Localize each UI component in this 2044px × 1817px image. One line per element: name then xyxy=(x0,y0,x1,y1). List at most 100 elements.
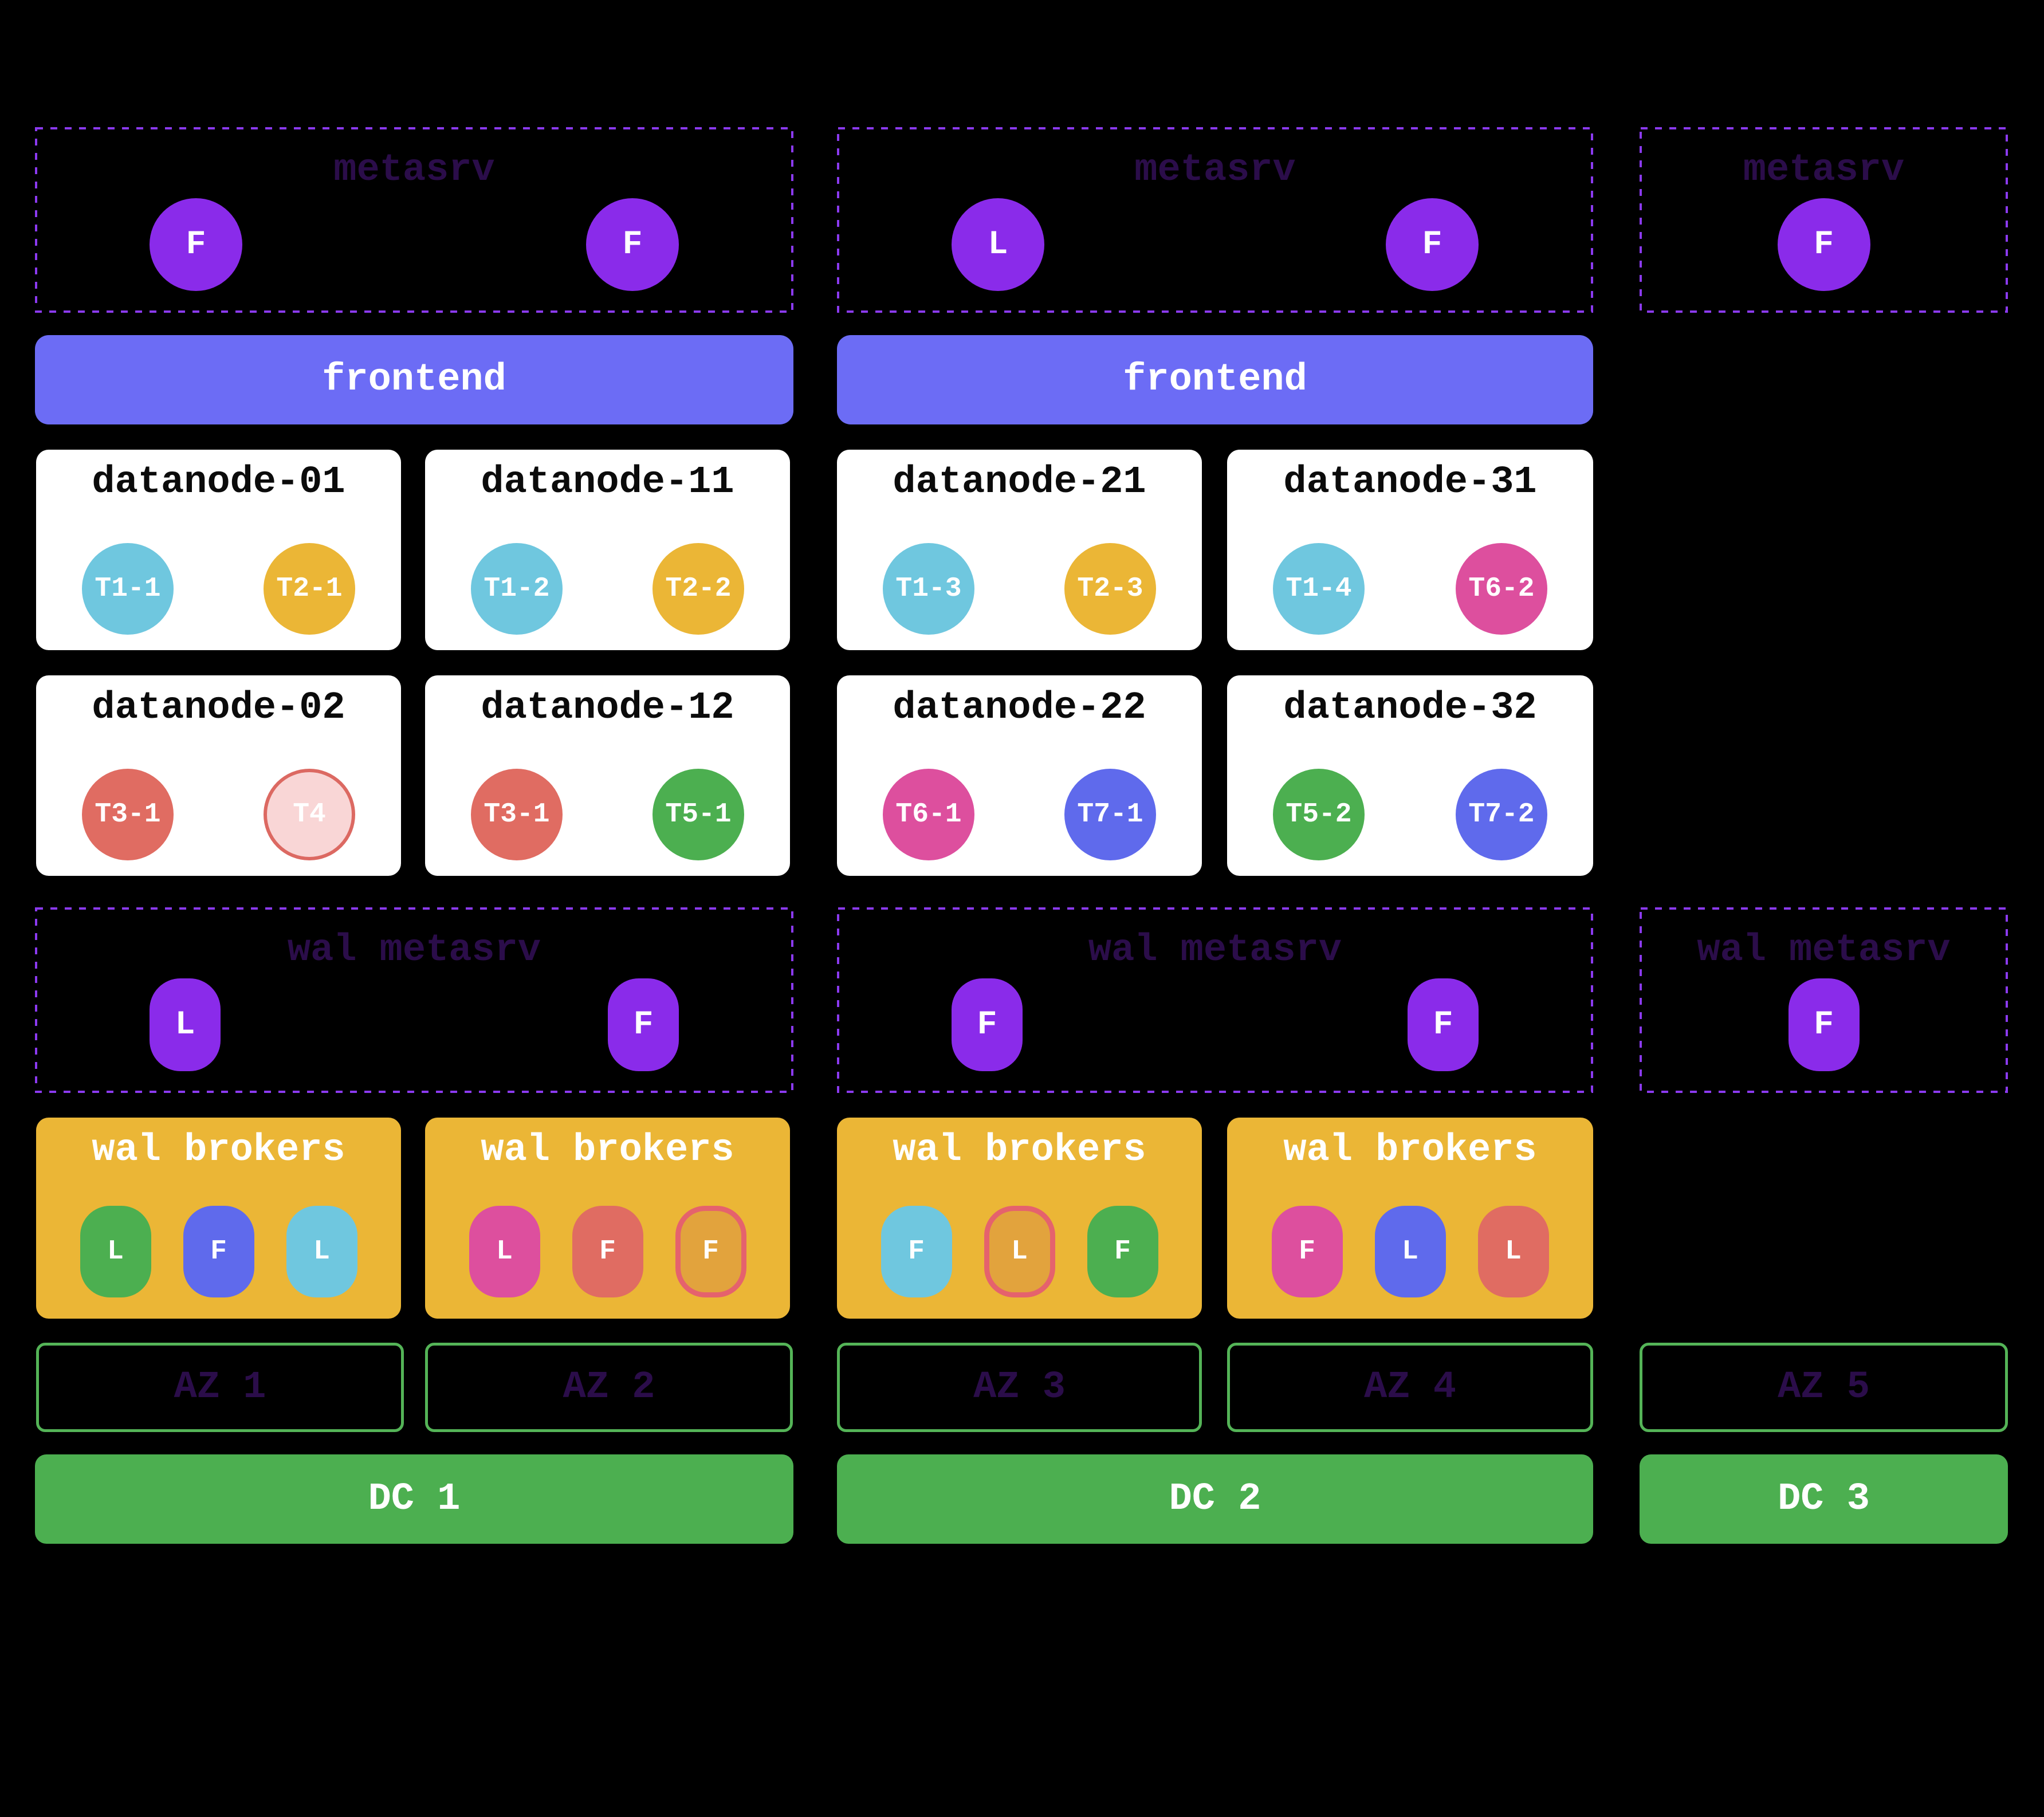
broker-pill: F xyxy=(1271,1206,1343,1297)
broker-pill-row: F L F xyxy=(837,1206,1202,1297)
metasrv-title: metasrv xyxy=(333,148,495,192)
broker-pill: F xyxy=(675,1206,746,1297)
wal-metasrv-node: F xyxy=(1788,978,1860,1071)
wal-metasrv-box-dc1: wal metasrv L F xyxy=(35,907,793,1093)
region-circle: T1-3 xyxy=(883,543,974,635)
broker-pill: F xyxy=(1087,1206,1158,1297)
region-circle: T1-4 xyxy=(1273,543,1365,635)
metasrv-box-dc3: metasrv F xyxy=(1640,127,2008,313)
datanode-box: datanode-12 T3-1 T5-1 xyxy=(425,675,790,876)
broker-pill-row: L F L xyxy=(36,1206,401,1297)
region-circle: T2-3 xyxy=(1064,543,1156,635)
wal-brokers-title: wal brokers xyxy=(893,1128,1146,1172)
metasrv-node-row: F xyxy=(1640,198,2008,291)
dashed-border xyxy=(35,127,793,313)
region-circle: T7-1 xyxy=(1064,769,1156,860)
wal-metasrv-node-row: L F xyxy=(35,978,793,1071)
region-row: T5-2 T7-2 xyxy=(1227,769,1593,860)
broker-pill: L xyxy=(1374,1206,1446,1297)
datanode-title: datanode-02 xyxy=(92,686,345,730)
broker-pill: F xyxy=(183,1206,254,1297)
region-circle: T3-1 xyxy=(471,769,563,860)
broker-pill: F xyxy=(572,1206,643,1297)
wal-metasrv-node-row: F xyxy=(1640,978,2008,1071)
metasrv-node: L xyxy=(952,198,1044,291)
wal-brokers-box: wal brokers L F L xyxy=(36,1118,401,1319)
region-circle: T5-2 xyxy=(1273,769,1365,860)
datanode-title: datanode-11 xyxy=(481,461,734,504)
dashed-border xyxy=(837,127,1593,313)
wal-metasrv-node: F xyxy=(608,978,679,1071)
region-circle: T6-2 xyxy=(1456,543,1547,635)
wal-brokers-box: wal brokers F L L xyxy=(1227,1118,1593,1319)
region-row: T3-1 T5-1 xyxy=(425,769,790,860)
datanode-title: datanode-21 xyxy=(893,461,1146,504)
region-circle: T3-1 xyxy=(82,769,174,860)
broker-pill: L xyxy=(80,1206,151,1297)
region-circle: T4 xyxy=(264,769,355,860)
dashed-border xyxy=(837,907,1593,1093)
broker-pill: L xyxy=(1477,1206,1549,1297)
region-row: T1-3 T2-3 xyxy=(837,543,1202,635)
metasrv-box-dc1: metasrv F F xyxy=(35,127,793,313)
metasrv-node: F xyxy=(150,198,242,291)
metasrv-node: F xyxy=(1777,198,1870,291)
wal-metasrv-title: wal metasrv xyxy=(287,929,541,972)
metasrv-node-row: F F xyxy=(35,198,793,291)
wal-brokers-title: wal brokers xyxy=(481,1128,734,1172)
az-box: AZ 2 xyxy=(425,1343,793,1432)
dc-bar: DC 2 xyxy=(837,1454,1593,1544)
datanode-box: datanode-31 T1-4 T6-2 xyxy=(1227,450,1593,650)
region-circle: T2-1 xyxy=(264,543,355,635)
wal-metasrv-node: L xyxy=(150,978,221,1071)
broker-pill: L xyxy=(984,1206,1055,1297)
wal-metasrv-box-dc2: wal metasrv F F xyxy=(837,907,1593,1093)
datanode-box: datanode-32 T5-2 T7-2 xyxy=(1227,675,1593,876)
wal-brokers-title: wal brokers xyxy=(1283,1128,1537,1172)
datanode-box: datanode-01 T1-1 T2-1 xyxy=(36,450,401,650)
region-row: T1-2 T2-2 xyxy=(425,543,790,635)
region-circle: T2-2 xyxy=(652,543,744,635)
region-circle: T5-1 xyxy=(652,769,744,860)
wal-brokers-title: wal brokers xyxy=(92,1128,345,1172)
frontend-bar-dc2: frontend xyxy=(837,335,1593,424)
wal-metasrv-node: F xyxy=(952,978,1023,1071)
region-circle: T1-1 xyxy=(82,543,174,635)
metasrv-node-row: L F xyxy=(837,198,1593,291)
wal-metasrv-node-row: F F xyxy=(837,978,1593,1071)
metasrv-node: F xyxy=(586,198,679,291)
wal-metasrv-title: wal metasrv xyxy=(1088,929,1342,972)
datanode-title: datanode-32 xyxy=(1283,686,1537,730)
dc-bar: DC 3 xyxy=(1640,1454,2008,1544)
dc-bar: DC 1 xyxy=(35,1454,793,1544)
region-circle: T6-1 xyxy=(883,769,974,860)
dashed-border xyxy=(1640,127,2008,313)
datanode-box: datanode-21 T1-3 T2-3 xyxy=(837,450,1202,650)
datanode-title: datanode-31 xyxy=(1283,461,1537,504)
region-circle: T1-2 xyxy=(471,543,563,635)
az-box: AZ 3 xyxy=(837,1343,1202,1432)
dashed-border xyxy=(35,907,793,1093)
metasrv-box-dc2: metasrv L F xyxy=(837,127,1593,313)
wal-brokers-box: wal brokers F L F xyxy=(837,1118,1202,1319)
region-row: T3-1 T4 xyxy=(36,769,401,860)
region-row: T1-1 T2-1 xyxy=(36,543,401,635)
metasrv-title: metasrv xyxy=(1134,148,1296,192)
datanode-box: datanode-11 T1-2 T2-2 xyxy=(425,450,790,650)
datanode-title: datanode-22 xyxy=(893,686,1146,730)
az-box: AZ 1 xyxy=(36,1343,404,1432)
wal-metasrv-title: wal metasrv xyxy=(1697,929,1951,972)
wal-metasrv-box-dc3: wal metasrv F xyxy=(1640,907,2008,1093)
region-circle: T7-2 xyxy=(1456,769,1547,860)
broker-pill: L xyxy=(469,1206,540,1297)
datanode-box: datanode-22 T6-1 T7-1 xyxy=(837,675,1202,876)
broker-pill-row: L F F xyxy=(425,1206,790,1297)
az-box: AZ 5 xyxy=(1640,1343,2008,1432)
broker-pill-row: F L L xyxy=(1227,1206,1593,1297)
datanode-title: datanode-01 xyxy=(92,461,345,504)
datanode-box: datanode-02 T3-1 T4 xyxy=(36,675,401,876)
region-row: T1-4 T6-2 xyxy=(1227,543,1593,635)
wal-metasrv-node: F xyxy=(1408,978,1479,1071)
frontend-bar-dc1: frontend xyxy=(35,335,793,424)
